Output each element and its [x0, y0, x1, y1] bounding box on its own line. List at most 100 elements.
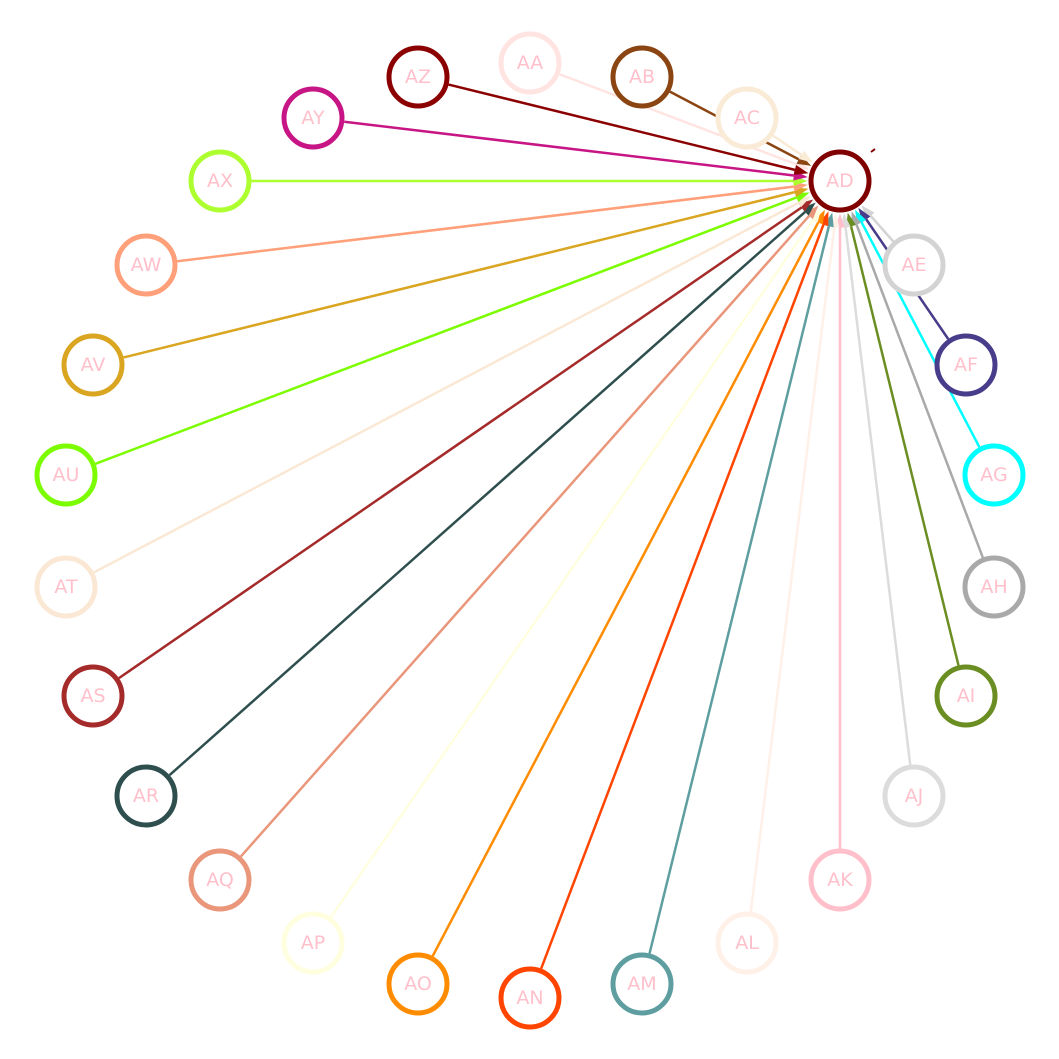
node-circle [34, 443, 98, 507]
edge-line [869, 215, 895, 243]
node-label: AM [627, 973, 656, 995]
node-circle [386, 45, 450, 109]
edge-aw-to-ad [177, 181, 808, 263]
edge-line [540, 224, 825, 969]
edge-ao-to-ad [431, 209, 825, 957]
edge-line [860, 221, 981, 448]
node-circle [498, 966, 562, 1030]
node-circle [188, 149, 252, 213]
node-label: AR [133, 785, 159, 807]
node-ax: AX [188, 149, 252, 213]
node-aa: AA [498, 31, 562, 95]
edge-ak-to-ad [835, 213, 845, 849]
node-circle [715, 86, 779, 150]
node-label: AV [81, 354, 106, 376]
arrowhead [793, 165, 809, 175]
arrowhead [801, 202, 816, 216]
node-aw: AW [114, 233, 178, 297]
edge-ae-to-ad [861, 205, 895, 243]
node-circle [962, 443, 1026, 507]
edge-at-to-ad [93, 196, 812, 574]
edge-as-to-ad [118, 199, 814, 680]
edge-line [168, 210, 807, 777]
node-label: AQ [206, 869, 234, 891]
node-label: AW [131, 254, 162, 276]
node-ar: AR [114, 764, 178, 828]
arrowhead [861, 205, 875, 220]
edge-ac-to-ad [772, 134, 814, 163]
edge-line [431, 221, 820, 957]
node-label: AI [957, 685, 976, 707]
node-label: AF [954, 354, 978, 376]
edge-aq-to-ad [239, 205, 819, 858]
edge-ax-to-ad [251, 176, 808, 186]
node-ao: AO [386, 952, 450, 1016]
node-ai: AI [934, 664, 998, 728]
node-circle [61, 664, 125, 728]
node-circle [715, 911, 779, 975]
node-aj: AJ [882, 764, 946, 828]
node-au: AU [34, 443, 98, 507]
node-label: AK [827, 869, 853, 891]
node-layer: AAABACADAEAFAGAHAIAJAKALAMANAOAPAQARASAT… [34, 31, 1026, 1030]
edge-line [772, 134, 803, 156]
node-circle [34, 555, 98, 619]
node-label: AX [207, 170, 233, 192]
edge-line [123, 190, 796, 359]
node-label: AA [517, 52, 544, 74]
self-loop-line [870, 148, 876, 153]
arrowhead [809, 207, 822, 223]
edge-az-to-ad [448, 83, 809, 175]
node-label: AL [735, 932, 759, 954]
node-circle [610, 45, 674, 109]
node-circle [281, 911, 345, 975]
node-ak: AK [808, 848, 872, 912]
node-label: AU [53, 464, 80, 486]
node-ab: AB [610, 45, 674, 109]
edge-line [239, 214, 811, 858]
node-aq: AQ [188, 848, 252, 912]
node-az: AZ [386, 45, 450, 109]
edge-ad-to-ad [870, 148, 876, 153]
node-circle [61, 333, 125, 397]
edge-au-to-ad [95, 192, 810, 465]
node-av: AV [61, 333, 125, 397]
edge-layer [93, 73, 984, 969]
node-circle [114, 233, 178, 297]
edge-line [648, 225, 831, 954]
edge-line [558, 73, 797, 166]
edge-line [855, 224, 984, 558]
node-ag: AG [962, 443, 1026, 507]
node-af: AF [934, 333, 998, 397]
node-label: AE [901, 254, 926, 276]
edge-line [344, 120, 794, 177]
edge-ar-to-ad [168, 202, 816, 777]
node-am: AM [610, 952, 674, 1016]
edge-al-to-ad [749, 213, 840, 912]
node-circle [188, 848, 252, 912]
arrowhead [805, 205, 819, 220]
node-circle [281, 86, 345, 150]
node-as: AS [61, 664, 125, 728]
node-al: AL [715, 911, 779, 975]
node-ay: AY [281, 86, 345, 150]
edge-line [448, 83, 796, 172]
node-label: AT [54, 576, 78, 598]
node-label: AY [301, 107, 325, 129]
node-label: AC [734, 107, 760, 129]
edge-line [93, 201, 800, 574]
edge-line [749, 227, 836, 912]
node-circle [114, 764, 178, 828]
edge-line [95, 196, 797, 465]
node-circle [934, 664, 998, 728]
node-circle [882, 764, 946, 828]
node-label: AP [301, 932, 325, 954]
node-circle [882, 233, 946, 297]
node-circle [962, 555, 1026, 619]
arrowhead [798, 150, 814, 163]
node-ac: AC [715, 86, 779, 150]
node-label: AS [80, 685, 105, 707]
edge-an-to-ad [540, 211, 829, 969]
node-label: AB [629, 66, 655, 88]
node-label: AZ [405, 66, 431, 88]
